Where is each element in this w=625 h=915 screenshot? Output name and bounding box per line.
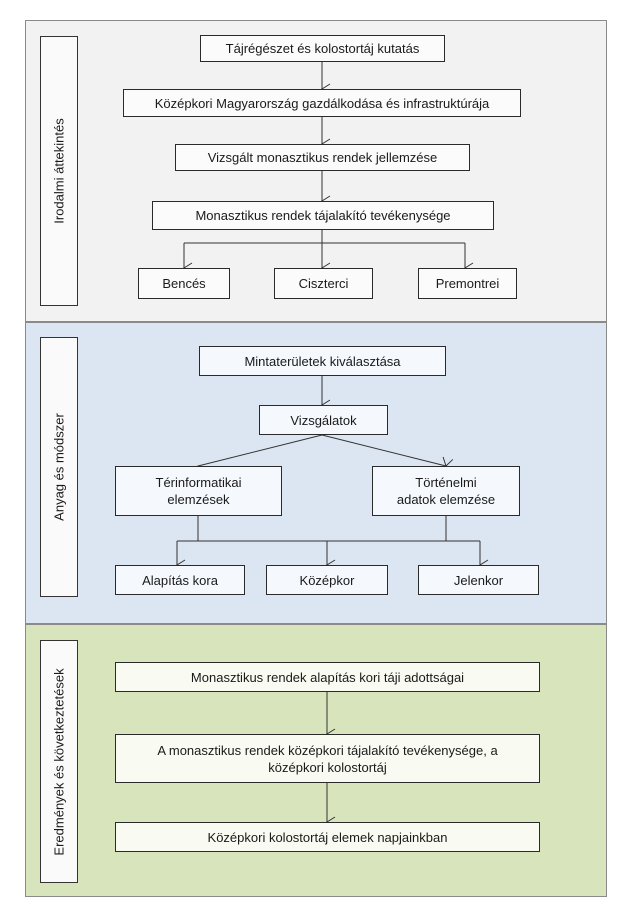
box-tajalakito: Monasztikus rendek tájalakító tevékenysé…	[152, 201, 494, 230]
section-label-results-conclusions: Eredmények és következtetések	[40, 640, 78, 883]
box-bences: Bencés	[138, 268, 230, 299]
box-jelenkor: Jelenkor	[418, 565, 539, 595]
box-rendek-jellemzese: Vizsgált monasztikus rendek jellemzése	[175, 144, 470, 171]
section-label-literature-review: Irodalmi áttekintés	[40, 36, 78, 306]
box-kolostortaj-napjainkban: Középkori kolostortáj elemek napjainkban	[115, 822, 540, 852]
box-kozepkori-tajalakito: A monasztikus rendek középkori tájalakít…	[115, 734, 540, 783]
box-ciszterci: Ciszterci	[274, 268, 373, 299]
box-alapitas-kora: Alapítás kora	[115, 565, 245, 595]
box-alapitas-kori-adottsagok: Monasztikus rendek alapítás kori táji ad…	[115, 662, 540, 692]
box-vizsgalatok: Vizsgálatok	[259, 405, 388, 435]
box-gazdalkodas: Középkori Magyarország gazdálkodása és i…	[123, 89, 521, 117]
box-terinformatikai: Térinformatikai elemzések	[115, 466, 282, 516]
box-premontrei: Premontrei	[418, 268, 517, 299]
arrow-vizsg-terinf	[194, 434, 323, 476]
box-kozepkor: Középkor	[266, 565, 388, 595]
arrow-vizsg-tort	[321, 434, 454, 467]
box-tajregeszet: Tájrégészet és kolostortáj kutatás	[200, 35, 445, 62]
box-tortenelmi: Történelmi adatok elemzése	[372, 466, 520, 516]
section-label-materials-methods: Anyag és módszer	[40, 337, 78, 597]
box-mintateruletek: Mintaterületek kiválasztása	[199, 346, 446, 376]
